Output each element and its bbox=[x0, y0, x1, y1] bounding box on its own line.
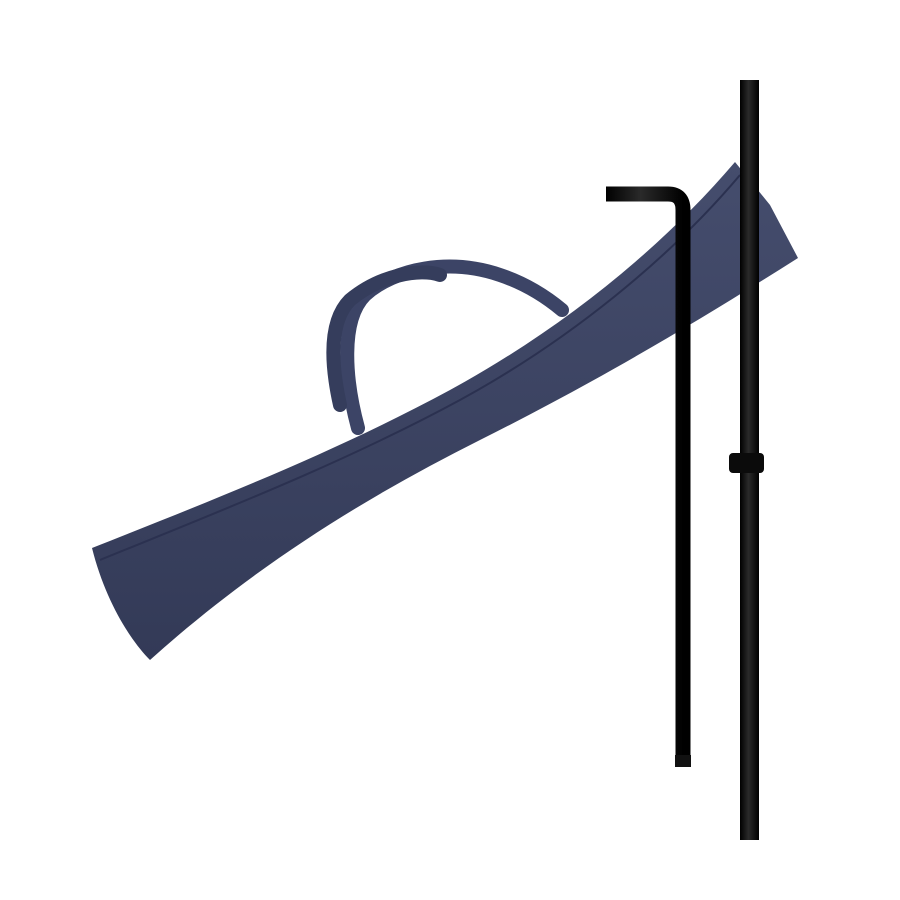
bag-body bbox=[92, 162, 798, 660]
pole-upper bbox=[740, 80, 759, 465]
l-shaped-pole bbox=[606, 186, 691, 767]
straight-pole bbox=[729, 80, 764, 840]
pole-bent bbox=[606, 186, 691, 765]
carry-bag bbox=[92, 162, 798, 660]
bag-handle bbox=[326, 259, 569, 435]
bag-seam bbox=[99, 174, 741, 561]
pole-joint-collar bbox=[729, 453, 764, 473]
pole-lower bbox=[740, 470, 759, 840]
